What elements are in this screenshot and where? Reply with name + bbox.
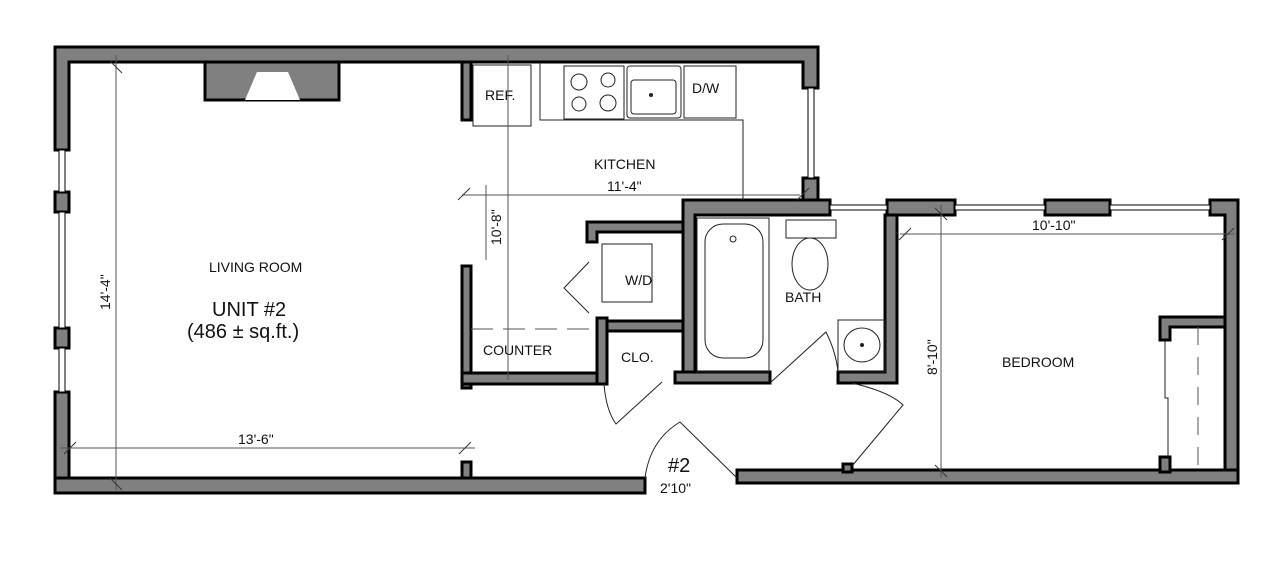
bathtub bbox=[696, 217, 770, 373]
window bbox=[58, 149, 66, 193]
toilet-tank bbox=[785, 219, 837, 239]
dimension-lines bbox=[60, 55, 1235, 491]
living-right-stub bbox=[460, 460, 473, 480]
closet-label: CLO. bbox=[621, 349, 654, 365]
bedroom-top-wall-2 bbox=[1043, 198, 1112, 217]
bedroom-bottom-wall bbox=[735, 468, 1240, 485]
tub-drain-icon bbox=[729, 235, 737, 243]
bath-door-swing bbox=[769, 331, 839, 384]
kitchen-label: KITCHEN bbox=[594, 156, 655, 172]
bedroom-door-swing bbox=[851, 382, 904, 467]
drain-icon bbox=[860, 343, 864, 347]
bedroom-closet-door bbox=[1164, 340, 1169, 457]
left-pier-2 bbox=[53, 326, 71, 350]
closet-left-wall bbox=[595, 316, 609, 386]
top-wall bbox=[53, 45, 820, 152]
counter-label: COUNTER bbox=[483, 342, 552, 358]
kitchen-partition-mid bbox=[460, 264, 473, 390]
living-room-label: LIVING ROOM bbox=[209, 259, 302, 275]
counter-bottom-wall bbox=[460, 371, 607, 386]
bedroom-depth-dim: 8'-10" bbox=[924, 339, 940, 375]
kitchen-fixtures: REF. D/W KITCHEN COUNTER W/D CLO. bbox=[471, 62, 744, 425]
kitchen-partition-top bbox=[460, 60, 473, 122]
closet-door-swing bbox=[603, 381, 663, 425]
bedroom-width-dim: 10'-10" bbox=[1032, 217, 1075, 233]
bedroom-fixtures: BEDROOM bbox=[851, 327, 1199, 470]
counter-line bbox=[539, 62, 744, 200]
window bbox=[829, 204, 888, 211]
stove bbox=[563, 65, 625, 120]
hall-stub bbox=[841, 462, 854, 474]
tub-basin bbox=[704, 223, 764, 359]
refrigerator bbox=[472, 64, 532, 127]
left-pier-1 bbox=[53, 190, 71, 214]
entrance-door-swing[interactable] bbox=[644, 421, 738, 479]
bath-bottom-wall bbox=[673, 370, 772, 385]
dishwasher-label: D/W bbox=[692, 80, 720, 96]
fireplace-opening bbox=[245, 72, 300, 100]
window bbox=[58, 347, 66, 393]
bedroom-label: BEDROOM bbox=[1002, 354, 1074, 370]
entrance-door: #2 2'10" bbox=[644, 421, 738, 496]
bedroom-closet-stub bbox=[1158, 455, 1172, 474]
living-bottom-wall bbox=[53, 476, 647, 495]
kitchen-depth-dim: 10'-8" bbox=[488, 209, 504, 245]
door-width: 2'10" bbox=[660, 480, 691, 496]
bathroom-sink bbox=[837, 319, 886, 373]
windows bbox=[58, 87, 1211, 393]
kitchen-width-dim: 11'-4" bbox=[607, 178, 642, 194]
unit-area: (486 ± sq.ft.) bbox=[187, 321, 299, 343]
bedroom-closet-wall bbox=[1158, 315, 1227, 342]
unit-title: UNIT #2 bbox=[212, 299, 286, 321]
bath-fixtures: BATH bbox=[696, 217, 886, 384]
washer-dryer-label: W/D bbox=[625, 272, 652, 288]
wd-bottom-wall bbox=[595, 319, 694, 333]
window bbox=[58, 211, 66, 329]
bath-right-wall bbox=[836, 198, 912, 385]
washer-dryer bbox=[601, 243, 653, 303]
bedroom-right-wall bbox=[1208, 198, 1240, 485]
dishwasher bbox=[683, 65, 737, 119]
window bbox=[954, 204, 1046, 211]
toilet-bowl bbox=[791, 237, 829, 291]
bedroom-top-wall-1 bbox=[885, 198, 957, 217]
sink bbox=[626, 65, 682, 119]
refrigerator-label: REF. bbox=[485, 87, 515, 103]
sink-bowl bbox=[843, 327, 881, 363]
wd-closet-wall bbox=[585, 220, 697, 244]
door-tag: #2 bbox=[668, 455, 690, 477]
wd-bifold-door bbox=[563, 261, 590, 314]
window bbox=[1109, 204, 1211, 211]
living-width-dim: 13'-6" bbox=[238, 431, 274, 447]
drain-icon bbox=[649, 93, 653, 97]
window bbox=[807, 87, 815, 179]
bath-label: BATH bbox=[785, 289, 821, 305]
sink-basin bbox=[630, 79, 677, 115]
walls bbox=[53, 45, 1240, 495]
living-depth-dim: 14'-4" bbox=[97, 274, 113, 310]
stove-burner-icon bbox=[570, 72, 617, 112]
